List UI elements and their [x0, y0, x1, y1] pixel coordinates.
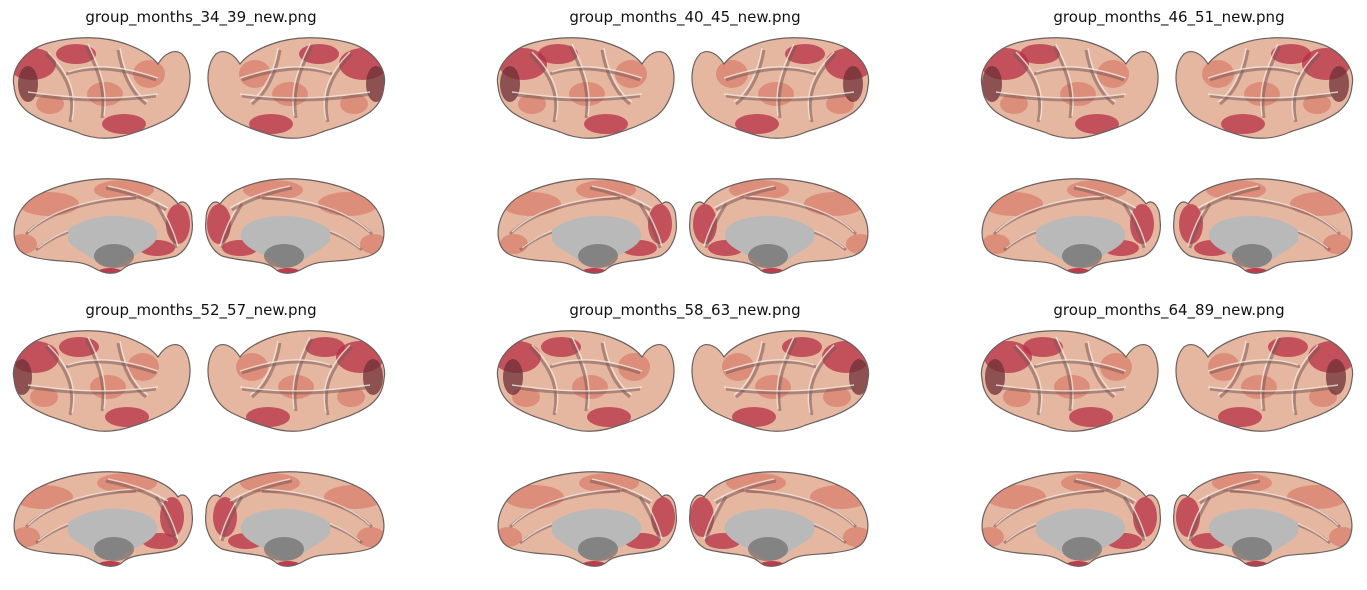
brain-panel-52-57: group_months_52_57_new.png — [6, 293, 396, 573]
brain-surface-image — [12, 330, 386, 567]
brain-surface-image — [12, 37, 386, 274]
brain-surface-image — [980, 37, 1354, 274]
brain-surface-image — [496, 330, 870, 567]
panel-title: group_months_58_63_new.png — [569, 301, 801, 319]
brain-panel-58-63: group_months_58_63_new.png — [490, 293, 880, 573]
brain-panel-40-45: group_months_40_45_new.png — [490, 0, 880, 280]
panel-title: group_months_64_89_new.png — [1053, 301, 1285, 319]
brain-panel-64-89: group_months_64_89_new.png — [974, 293, 1364, 573]
brain-surface-image — [496, 37, 870, 274]
panel-title: group_months_52_57_new.png — [85, 301, 317, 319]
panel-title: group_months_34_39_new.png — [85, 8, 317, 26]
brain-panel-46-51: group_months_46_51_new.png — [974, 0, 1364, 280]
brain-surface-image — [980, 330, 1354, 567]
brain-panel-34-39: group_months_34_39_new.png — [6, 0, 396, 280]
panel-title: group_months_40_45_new.png — [569, 8, 801, 26]
panel-title: group_months_46_51_new.png — [1053, 8, 1285, 26]
